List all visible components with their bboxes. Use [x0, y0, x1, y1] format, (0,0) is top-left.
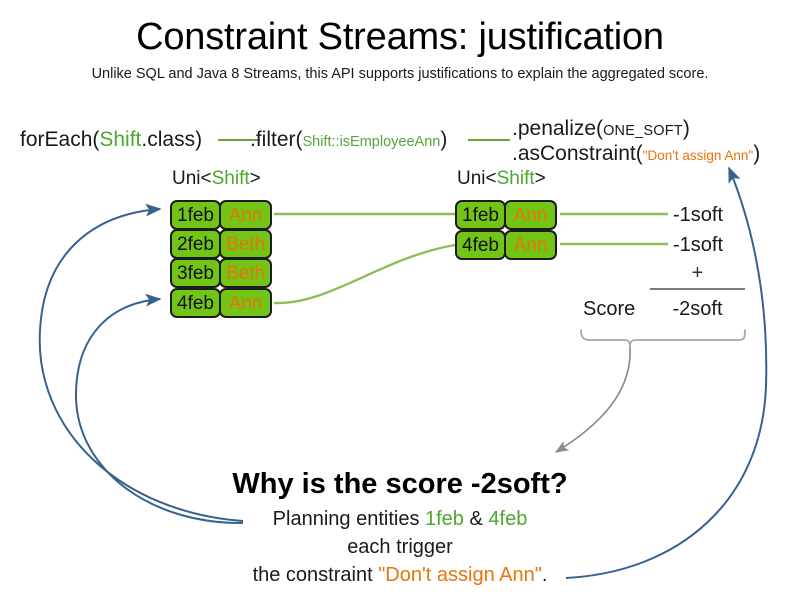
tuple-row: 4feb Ann: [455, 230, 557, 260]
tuple-row: 4feb Ann: [170, 288, 272, 318]
code-penalize-rest: ): [682, 117, 690, 140]
explanation-line3-suffix: .: [541, 564, 548, 586]
explanation-entity-4feb: 4feb: [488, 508, 528, 530]
tuple-row: 2feb Beth: [170, 229, 272, 259]
tuple-date: 1feb: [170, 200, 221, 230]
tuple-row: 1feb Ann: [170, 200, 272, 230]
explanation-line1-prefix: Planning entities: [272, 508, 425, 530]
penalty-value-2: -1soft: [673, 234, 724, 256]
score-label: Score: [583, 298, 636, 320]
explanation-constraint-name: "Don't assign Ann": [378, 564, 542, 586]
tuple-date: 4feb: [455, 230, 506, 260]
tuple-employee: Ann: [219, 200, 272, 230]
uni-caption-left: Uni<Shift>: [172, 168, 261, 190]
uni-left-prefix: Uni<: [172, 168, 212, 189]
explanation-line-2: each trigger: [347, 536, 453, 558]
tuple-date: 4feb: [170, 288, 221, 318]
code-penalize: .penalize(ONE_SOFT): [512, 117, 690, 141]
uni-caption-right: Uni<Shift>: [457, 168, 546, 190]
tuple-employee: Beth: [219, 229, 272, 259]
tuple-employee: Ann: [504, 200, 557, 230]
tuple-row: 3feb Beth: [170, 258, 272, 288]
code-asconstraint-rest: ): [753, 142, 761, 165]
uni-left-suffix: >: [249, 168, 261, 189]
code-filter-arg: Shift::isEmployeeAnn: [302, 134, 441, 150]
tuple-employee: Beth: [219, 258, 272, 288]
sum-operator: +: [691, 262, 704, 284]
tuple-row: 1feb Ann: [455, 200, 557, 230]
uni-right-type: Shift: [496, 168, 535, 189]
code-foreach-rest: .class): [141, 128, 203, 151]
code-asconstraint-call: .asConstraint(: [512, 142, 643, 165]
explanation-line1-amp: &: [463, 508, 489, 530]
brace-to-question-arrow: [554, 347, 631, 453]
penalty-value-1: -1soft: [673, 204, 724, 226]
code-foreach-call: forEach(: [20, 128, 100, 151]
explanation-line-3: the constraint "Don't assign Ann".: [160, 564, 640, 587]
code-penalize-call: .penalize(: [512, 117, 604, 140]
uni-right-prefix: Uni<: [457, 168, 497, 189]
page-subtitle: Unlike SQL and Java 8 Streams, this API …: [91, 66, 709, 82]
tuple-employee: Ann: [219, 288, 272, 318]
pipeline-dash-1: [218, 139, 260, 141]
score-brace: [580, 329, 746, 349]
code-filter-call: .filter(: [250, 128, 303, 151]
code-filter-rest: ): [440, 128, 448, 151]
code-foreach-type: Shift: [99, 128, 142, 151]
score-total: -2soft: [672, 298, 723, 320]
tuple-date: 1feb: [455, 200, 506, 230]
justification-arrow-constraint: [565, 166, 768, 579]
explanation-line3-prefix: the constraint: [252, 564, 379, 586]
code-penalize-arg: ONE_SOFT: [603, 123, 683, 139]
tuple-date: 2feb: [170, 229, 221, 259]
explanation-heading: Why is the score -2soft?: [232, 468, 568, 500]
pipeline-dash-2: [468, 139, 510, 141]
uni-right-suffix: >: [534, 168, 546, 189]
justification-arrow-4feb: [74, 293, 244, 525]
tuple-date: 3feb: [170, 258, 221, 288]
sum-rule: [650, 288, 745, 290]
uni-left-type: Shift: [211, 168, 250, 189]
code-foreach: forEach(Shift.class): [20, 128, 202, 152]
explanation-entity-1feb: 1feb: [425, 508, 464, 530]
flow-line-4feb: [273, 243, 456, 305]
page-title: Constraint Streams: justification: [136, 16, 664, 58]
code-filter: .filter(Shift::isEmployeeAnn): [250, 128, 447, 152]
explanation-line-1: Planning entities 1feb & 4feb: [160, 508, 640, 531]
code-asconstraint: .asConstraint("Don't assign Ann"): [512, 142, 760, 166]
justification-arrow-1feb: [38, 203, 244, 522]
code-asconstraint-arg: "Don't assign Ann": [642, 148, 754, 163]
tuple-employee: Ann: [504, 230, 557, 260]
